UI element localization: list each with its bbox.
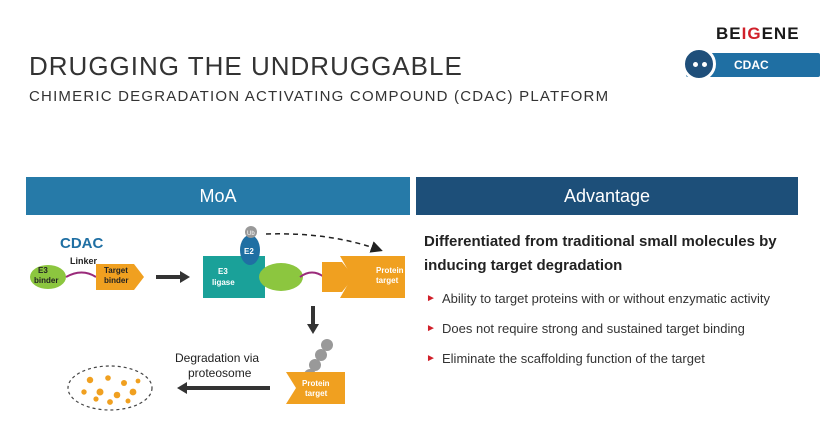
e2-label: E2: [244, 247, 254, 256]
e3-ligase-label-2: ligase: [212, 278, 235, 287]
moa-header: MoA: [26, 177, 410, 215]
advantage-header: Advantage: [416, 177, 798, 215]
ub-protein-target-label-1: Protein: [302, 379, 330, 388]
ub-icon: [245, 226, 257, 238]
ub-label-1: Ub: [247, 231, 255, 237]
cdac-tag-label: CDAC: [734, 58, 769, 72]
beigene-logo: BEIGENE: [716, 24, 800, 43]
page-subtitle: CHIMERIC DEGRADATION ACTIVATING COMPOUND…: [29, 88, 610, 105]
bullet-text: Does not require strong and sustained ta…: [442, 321, 745, 336]
linker-line: [65, 271, 97, 278]
list-item: ► Does not require strong and sustained t…: [424, 318, 794, 340]
bullet-text: Ability to target proteins with or witho…: [442, 291, 771, 306]
degradation-label-2: proteosome: [188, 366, 252, 380]
list-item: ► Eliminate the scaffolding function of t…: [424, 348, 794, 370]
triangle-right-icon: ►: [426, 323, 436, 334]
ub-protein-target-shape: [286, 372, 345, 404]
e3-binder-label-1: E3: [38, 266, 48, 275]
e3-ligase-label-1: E3: [218, 267, 228, 276]
degradation-label-1: Degradation via: [175, 351, 259, 365]
e3-binder-label-2: binder: [34, 276, 58, 285]
cdac-dot-icon: [682, 47, 716, 81]
bullet-text: Eliminate the scaffolding function of th…: [442, 351, 705, 366]
e2-shape: [240, 235, 260, 265]
triangle-right-icon: ►: [426, 353, 436, 364]
target-binder-shape: [96, 264, 144, 290]
ub-protein-target-label-2: target: [305, 389, 328, 398]
advantage-list: ► Ability to target proteins with or with…: [424, 288, 794, 378]
protein-target-shape: [340, 256, 405, 298]
linker-label: Linker: [70, 256, 98, 266]
protein-target-label-1: Protein: [376, 266, 404, 275]
page-title: DRUGGING THE UNDRUGGABLE: [29, 51, 463, 81]
proteasome-shape: [67, 365, 153, 411]
ub-transfer-arrow: [265, 233, 383, 253]
cdac-label: CDAC: [60, 235, 103, 252]
protein-target-label-2: target: [376, 276, 399, 285]
cdac-e3-binder-shape: [259, 263, 303, 291]
cdac-tag: CDAC: [682, 47, 820, 81]
e3-binder-shape: [30, 265, 66, 289]
target-binder-label-1: Target: [104, 266, 128, 275]
list-item: ► Ability to target proteins with or with…: [424, 288, 794, 310]
target-binder-label-2: binder: [104, 276, 128, 285]
advantage-heading: Differentiated from traditional small mo…: [424, 233, 777, 274]
peptide-fragments: [81, 375, 141, 405]
triangle-right-icon: ►: [426, 293, 436, 304]
